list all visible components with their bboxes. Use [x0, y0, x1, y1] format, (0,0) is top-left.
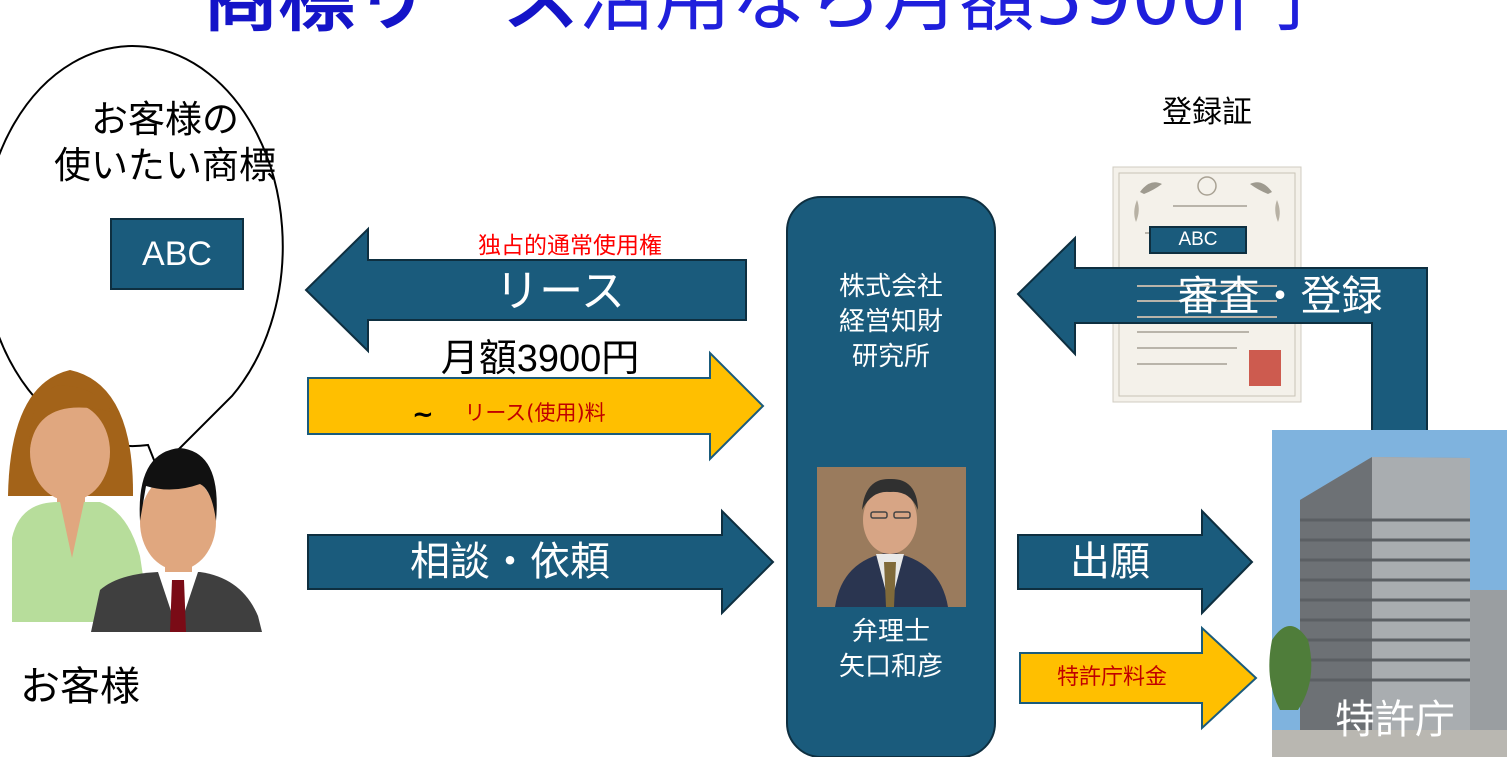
jpo-label: 特許庁 [1335, 697, 1455, 743]
lease-arrow [304, 226, 747, 354]
company-name: 株式会社 経営知財 研究所 [787, 270, 995, 375]
jpo-building-image [1269, 430, 1507, 757]
jpo-fee-label: 特許庁料金 [1056, 665, 1167, 690]
bubble-line-2: 使いたい商標 [54, 144, 276, 187]
title-rest: 活用なら月額3900円 [579, 0, 1304, 42]
application-label: 出願 [1070, 539, 1150, 585]
lease-label: リース [495, 266, 625, 317]
customer-label: お客様 [20, 664, 140, 710]
attorney-photo [817, 467, 966, 607]
attorney-name: 矢口和彦 [838, 652, 943, 682]
certificate-line [1137, 316, 1277, 318]
certificate-caption: 登録証 [1162, 95, 1252, 130]
company-name-line-1: 株式会社 [838, 272, 943, 302]
company-name-line-3: 研究所 [851, 342, 930, 372]
attorney-title: 弁理士 [851, 617, 930, 647]
fee-arrow [307, 350, 765, 462]
certificate-line [1137, 363, 1227, 365]
lease-caption: 独占的通常使用権 [478, 233, 662, 259]
attorney-label: 弁理士 矢口和彦 [787, 615, 995, 685]
bubble-text: お客様の 使いたい商標 [40, 97, 290, 189]
application-arrow [1017, 508, 1254, 616]
bubble-line-1: お客様の [91, 98, 239, 141]
exam-label: 審査・登録 [1177, 272, 1383, 320]
title-bold: 商標リース [203, 0, 579, 42]
consult-label: 相談・依頼 [410, 539, 610, 585]
certificate-heading-line [1173, 205, 1247, 207]
tilde-mark: ~ [412, 400, 434, 430]
consult-arrow [307, 508, 775, 616]
certificate-line [1137, 300, 1277, 302]
jpo-fee-arrow [1019, 625, 1258, 731]
certificate-line [1137, 285, 1277, 287]
certificate-trademark-box: ABC [1149, 226, 1247, 254]
certificate-line [1137, 347, 1237, 349]
page-title: 商標リース活用なら月額3900円 [0, 0, 1507, 48]
fee-label: リース(使用)料 [464, 401, 606, 425]
company-name-line-2: 経営知財 [838, 307, 943, 337]
fee-amount: 月額3900円 [440, 338, 640, 380]
customer-trademark-box: ABC [110, 218, 244, 290]
customer-figures [8, 370, 262, 632]
certificate-line [1137, 331, 1249, 333]
